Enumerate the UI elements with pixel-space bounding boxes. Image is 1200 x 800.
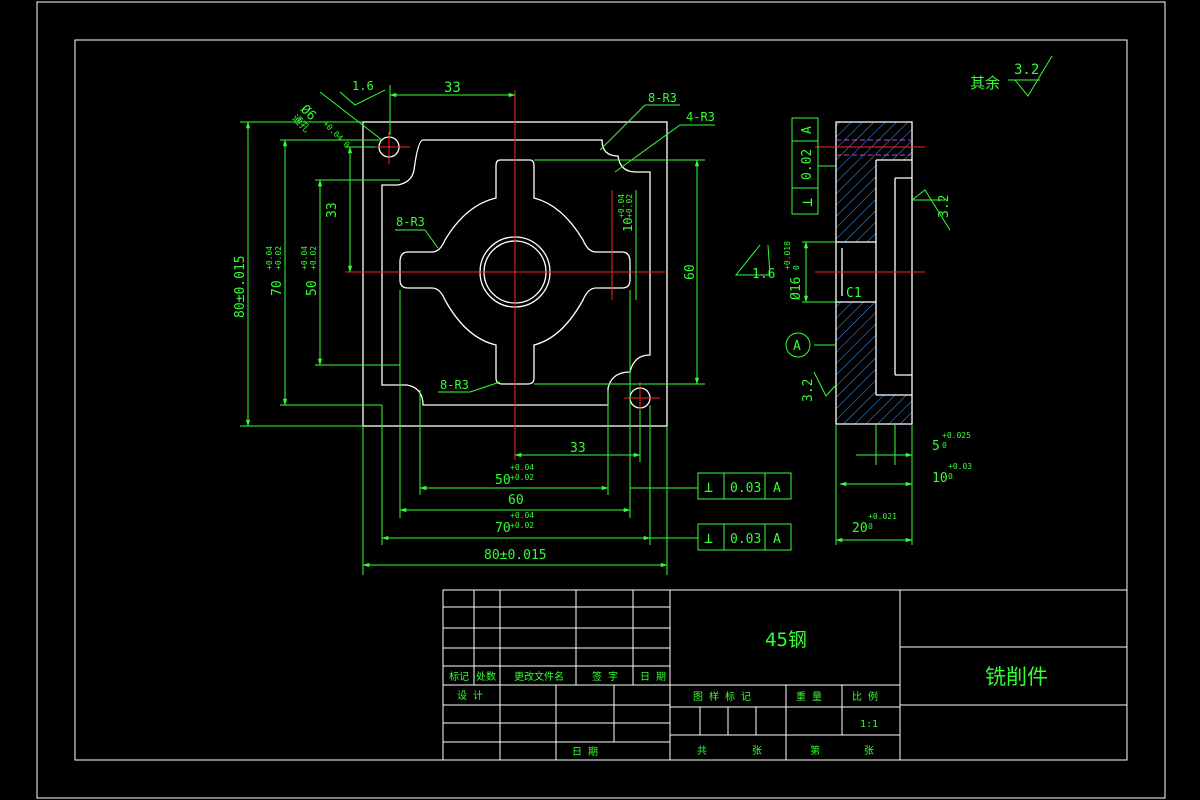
svg-text:+0.02: +0.02: [510, 521, 534, 530]
svg-text:+0.04 0: +0.04 0: [321, 119, 351, 149]
dim-50-left: 50: [305, 280, 320, 296]
roughness-side-left: 1.6: [752, 267, 775, 282]
svg-text:张: 张: [752, 745, 762, 757]
svg-text:A: A: [773, 481, 781, 496]
svg-text:共: 共: [697, 745, 707, 757]
hole-note: Ø6 通孔 +0.04 0: [289, 102, 351, 149]
svg-text:⊥: ⊥: [704, 478, 713, 496]
svg-text:+0.04: +0.04: [617, 194, 626, 218]
svg-text:0.02: 0.02: [800, 149, 815, 180]
svg-text:A: A: [800, 126, 815, 134]
dim-5: 5: [932, 439, 940, 454]
svg-text:+0.04: +0.04: [510, 511, 534, 520]
svg-text:+0.021: +0.021: [868, 512, 897, 521]
svg-text:0.03: 0.03: [730, 532, 761, 547]
svg-text:+0.04: +0.04: [265, 246, 274, 270]
svg-text:+0.02: +0.02: [510, 473, 534, 482]
dim-80-left: 80±0.015: [233, 255, 248, 318]
material-label: 45钢: [765, 629, 807, 651]
dim-bore-16: Ø16: [789, 277, 804, 300]
roughness-note-value: 3.2: [1014, 62, 1039, 78]
chamfer-c1: C1: [846, 286, 862, 301]
front-view-dimensions: [240, 85, 715, 575]
svg-text:处数: 处数: [476, 670, 496, 683]
svg-text:⊥: ⊥: [704, 529, 713, 547]
svg-text:+0.04: +0.04: [510, 463, 534, 472]
svg-text:日 期: 日 期: [572, 746, 598, 758]
svg-text:第: 第: [810, 744, 820, 757]
dim-33-top: 33: [444, 80, 461, 96]
side-view: [815, 121, 925, 425]
general-roughness-note: 其余 3.2: [970, 55, 1053, 97]
svg-text:0: 0: [868, 522, 873, 531]
front-view: [345, 90, 668, 460]
part-name: 铣削件: [985, 665, 1048, 689]
svg-text:+0.04: +0.04: [300, 246, 309, 270]
svg-text:日 期: 日 期: [640, 671, 666, 683]
dim-60-bottom: 60: [508, 493, 524, 508]
svg-text:+0.02: +0.02: [274, 246, 283, 270]
svg-text:0: 0: [792, 265, 801, 270]
svg-text:+0.02: +0.02: [309, 246, 318, 270]
scale-value: 1:1: [860, 719, 878, 730]
dim-20: 20: [852, 521, 868, 536]
svg-text:签 字: 签 字: [592, 670, 618, 683]
cross-boss-outline: [399, 159, 631, 385]
dim-70-left: 70: [270, 280, 285, 296]
svg-text:A: A: [793, 339, 801, 354]
svg-text:标记: 标记: [449, 671, 469, 683]
dim-70-bottom: 70: [495, 521, 511, 536]
roughness-note-label: 其余: [970, 74, 1000, 92]
dim-10-slot: 10: [621, 218, 635, 232]
dim-50-bottom: 50: [495, 473, 511, 488]
datum-a-symbol: A: [785, 332, 811, 358]
svg-text:重 量: 重 量: [796, 690, 822, 703]
svg-text:0: 0: [942, 441, 947, 450]
tolerance-frame-1[interactable]: ⊥ 0.03 A: [697, 472, 792, 500]
side-dim-text: 3.2 1.6 Ø16 +0.018 0 C1 3.2 5 +0.025 0 1…: [752, 195, 972, 536]
svg-text:0.03: 0.03: [730, 481, 761, 496]
svg-text:⊥: ⊥: [798, 198, 816, 207]
tolerance-frame-2[interactable]: ⊥ 0.03 A: [697, 523, 792, 551]
svg-text:+0.02: +0.02: [625, 194, 634, 218]
svg-text:+0.018: +0.018: [783, 241, 792, 270]
dim-33-left: 33: [325, 202, 340, 218]
callout-4r3: 4-R3: [686, 110, 715, 124]
svg-text:张: 张: [864, 745, 874, 757]
dim-60-right: 60: [683, 264, 698, 280]
svg-text:+0.03: +0.03: [948, 462, 972, 471]
svg-text:+0.025: +0.025: [942, 431, 971, 440]
dim-80-bottom: 80±0.015: [484, 548, 547, 563]
title-block-text: 45钢 铣削件 标记 处数 更改文件名 签 字 日 期 设 计 日 期 图 样 …: [449, 629, 1048, 758]
svg-text:更改文件名: 更改文件名: [514, 670, 564, 683]
roughness-side-right: 3.2: [937, 195, 952, 218]
svg-text:设 计: 设 计: [457, 689, 483, 702]
title-block: [442, 589, 1128, 761]
side-tolerance-frame[interactable]: A 0.02 ⊥: [791, 117, 836, 215]
svg-text:0: 0: [948, 472, 953, 481]
roughness-side-bottom: 3.2: [801, 379, 816, 402]
svg-text:A: A: [773, 532, 781, 547]
callout-8r3-bottom: 8-R3: [440, 378, 469, 392]
dim-10: 10: [932, 471, 948, 486]
svg-text:比 例: 比 例: [852, 690, 878, 703]
dim-33-bottom: 33: [570, 441, 586, 456]
hole-roughness: 1.6: [352, 79, 374, 93]
side-view-dimensions: [734, 189, 951, 545]
callout-8r3-top: 8-R3: [648, 91, 677, 105]
svg-text:图 样 标 记: 图 样 标 记: [693, 690, 751, 703]
callout-8r3-left: 8-R3: [396, 215, 425, 229]
